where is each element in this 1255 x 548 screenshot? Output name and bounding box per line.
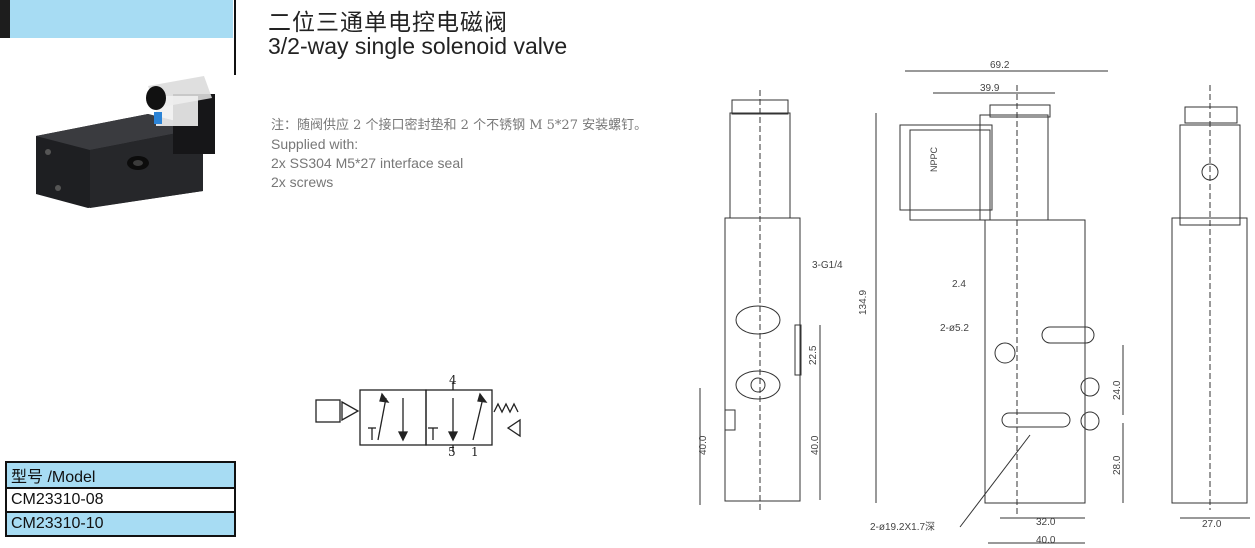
valve-symbol: 4 5 1	[315, 373, 521, 459]
header-divider	[234, 0, 236, 75]
label-counterbore: 2-ø19.2X1.7深	[870, 521, 935, 533]
note-line-1: Supplied with:	[271, 136, 359, 152]
dim-22-5: 22.5	[808, 345, 819, 365]
header-dark-strip	[0, 0, 10, 38]
label-port-thread: 3-G1/4	[812, 260, 843, 271]
dim-32: 32.0	[1036, 517, 1056, 528]
model-row: CM23310-10	[5, 511, 236, 537]
dim-40-bottom: 40.0	[1036, 535, 1056, 546]
model-table-header: 型号 /Model	[5, 461, 236, 489]
product-photo	[36, 76, 215, 208]
dim-27: 27.0	[1202, 519, 1222, 530]
note-line-2: 2x SS304 M5*27 interface seal	[271, 155, 464, 171]
note-chinese: 注：随阀供应 2 个接口密封垫和 2 个不锈钢 M 5*27 安装螺钉。	[271, 118, 648, 133]
dim-40-mid: 40.0	[810, 435, 821, 455]
dim-24: 24.0	[1112, 380, 1123, 400]
model-row: CM23310-08	[5, 487, 236, 513]
port-label-1: 1	[471, 445, 479, 459]
note-line-3: 2x screws	[271, 174, 334, 190]
dim-40-left: 40.0	[698, 435, 709, 455]
header-accent-bar	[0, 0, 233, 38]
title-chinese: 二位三通单电控电磁阀	[268, 10, 508, 36]
dim-69-2: 69.2	[990, 60, 1010, 71]
port-label-5: 5	[448, 445, 456, 459]
dimension-drawing: 69.2 39.9 134.9 2.4 22.5 40.0 40.0 24.0 …	[698, 60, 1250, 546]
model-table: 型号 /Model CM23310-08 CM23310-10	[5, 461, 236, 537]
dim-134-9: 134.9	[858, 290, 869, 315]
dim-2-4: 2.4	[952, 279, 966, 290]
port-label-4: 4	[449, 373, 457, 387]
label-hole: 2-ø5.2	[940, 323, 969, 334]
brand-label: NPPC	[929, 146, 939, 172]
dim-28: 28.0	[1112, 455, 1123, 475]
supply-notes: 注：随阀供应 2 个接口密封垫和 2 个不锈钢 M 5*27 安装螺钉。 Sup…	[271, 116, 647, 192]
dim-39-9: 39.9	[980, 83, 1000, 94]
title-english: 3/2-way single solenoid valve	[268, 33, 568, 59]
